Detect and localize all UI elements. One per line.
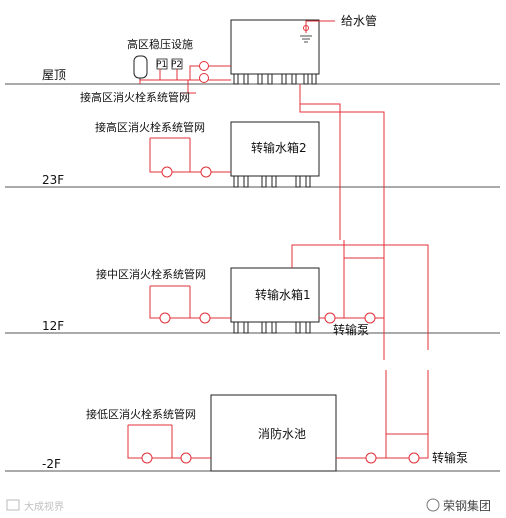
b2-transfer-pump-2 bbox=[408, 452, 420, 464]
floor-label-23f: 23F bbox=[42, 173, 64, 187]
high-zone-net-roof-label: 接高区消火栓系统管网 bbox=[80, 90, 190, 104]
pressure-gauges: P1 P2 bbox=[156, 58, 183, 70]
transfer-pump-b2-label: 转输泵 bbox=[432, 450, 468, 465]
12f-piping bbox=[149, 240, 429, 360]
gauge-p2-label: P2 bbox=[171, 60, 182, 70]
transfer-tank-2-label: 转输水箱2 bbox=[251, 140, 307, 155]
12f-pumps bbox=[159, 312, 376, 324]
right-watermark-text: 荣钢集团 bbox=[443, 498, 491, 513]
left-watermark: 大成视界 bbox=[6, 499, 64, 513]
roof-pumps bbox=[199, 61, 209, 83]
roof-piping bbox=[139, 65, 341, 240]
12f-transfer-pump-1 bbox=[324, 312, 336, 324]
12f-pump-1 bbox=[159, 312, 171, 324]
23f-pump-2 bbox=[200, 166, 212, 178]
right-watermark-logo-icon bbox=[426, 498, 440, 512]
gauge-p1-label: P1 bbox=[156, 60, 167, 70]
12f-transfer-pump-2 bbox=[364, 312, 376, 324]
water-level-mark bbox=[300, 35, 312, 43]
transfer-tank-1 bbox=[230, 267, 320, 334]
floor-label-roof: 屋顶 bbox=[42, 68, 66, 82]
high-zone-net-23f-label: 接高区消火栓系统管网 bbox=[95, 120, 205, 134]
supply-pipe bbox=[303, 20, 335, 33]
left-watermark-text: 大成视界 bbox=[24, 500, 64, 513]
roof-pump-2 bbox=[199, 73, 209, 83]
left-watermark-logo-icon bbox=[6, 499, 20, 511]
transfer-pump-12f-label: 转输泵 bbox=[333, 322, 369, 337]
low-zone-net-label: 接低区消火栓系统管网 bbox=[86, 407, 196, 421]
fire-pool bbox=[210, 394, 337, 472]
b2-pump-1 bbox=[141, 452, 153, 464]
b2-transfer-pump-1 bbox=[365, 452, 377, 464]
transfer-tank-2 bbox=[230, 121, 320, 188]
transfer-tank-1-label: 转输水箱1 bbox=[255, 287, 311, 302]
mid-zone-net-label: 接中区消火栓系统管网 bbox=[96, 267, 206, 281]
b2-pump-2 bbox=[180, 452, 192, 464]
floor-label-12f: 12F bbox=[42, 319, 64, 333]
right-watermark: 荣钢集团 bbox=[426, 498, 491, 513]
roof-water-tank bbox=[230, 19, 320, 85]
12f-pump-2 bbox=[199, 312, 211, 324]
23f-piping bbox=[149, 96, 385, 240]
floor-label-b2: -2F bbox=[42, 457, 61, 471]
b2-pumps bbox=[141, 452, 420, 464]
fire-pool-label: 消防水池 bbox=[258, 426, 306, 441]
23f-pumps bbox=[161, 166, 212, 178]
high-zone-device-label: 高区稳压设施 bbox=[127, 37, 193, 51]
23f-pump-1 bbox=[161, 166, 173, 178]
roof-pump-1 bbox=[199, 61, 209, 71]
supply-pipe-label: 给水管 bbox=[341, 13, 377, 28]
